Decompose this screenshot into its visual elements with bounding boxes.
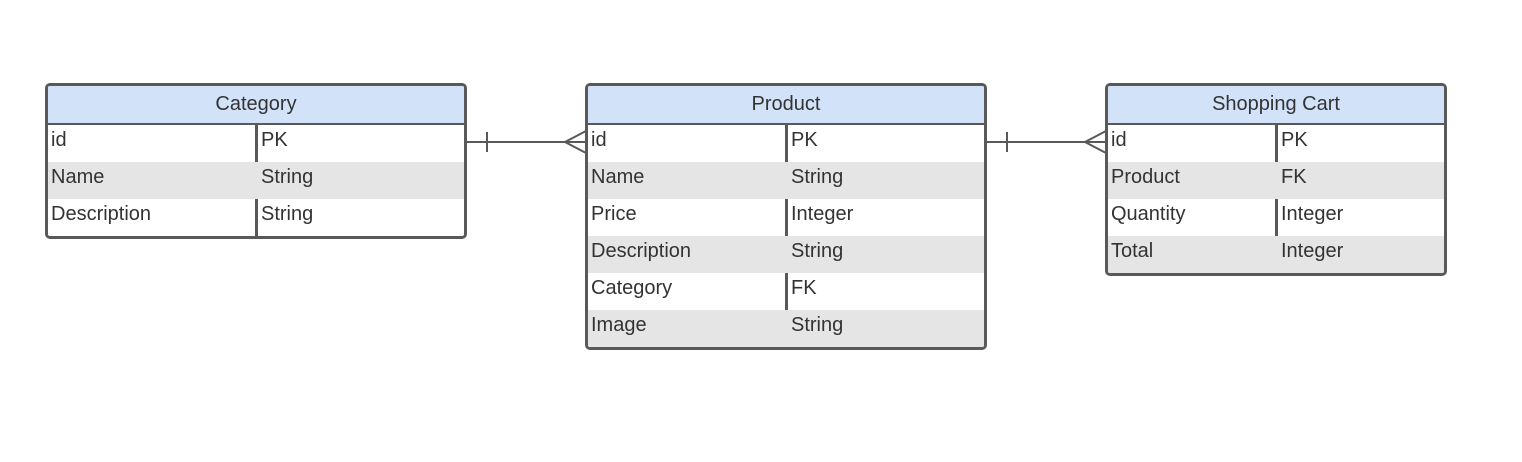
field-type: Integer bbox=[1281, 240, 1344, 262]
field-name: Name bbox=[51, 166, 105, 188]
crowfoot-lower bbox=[564, 141, 587, 154]
field-type: String bbox=[261, 166, 314, 188]
entity-product[interactable]: Product id PK Name String Price Integer … bbox=[585, 83, 987, 350]
field-name: Quantity bbox=[1111, 203, 1186, 225]
field-name: Description bbox=[51, 203, 152, 225]
crowfoot-upper bbox=[564, 130, 587, 143]
entity-row[interactable]: Name String bbox=[48, 162, 464, 199]
entity-rows: id PK Name String Price Integer Descript… bbox=[588, 125, 984, 347]
field-type: FK bbox=[1281, 166, 1307, 188]
entity-row[interactable]: Name String bbox=[588, 162, 984, 199]
field-type: Integer bbox=[791, 203, 854, 225]
field-type: PK bbox=[1281, 129, 1308, 151]
entity-row[interactable]: id PK bbox=[48, 125, 464, 162]
field-type: String bbox=[261, 203, 314, 225]
field-name: Price bbox=[591, 203, 637, 225]
field-name: id bbox=[591, 129, 607, 151]
entity-shopping-cart[interactable]: Shopping Cart id PK Product FK Quantity … bbox=[1105, 83, 1447, 276]
field-name: Image bbox=[591, 314, 647, 336]
field-name: id bbox=[1111, 129, 1127, 151]
entity-rows: id PK Product FK Quantity Integer Total … bbox=[1108, 125, 1444, 273]
entity-row[interactable]: Product FK bbox=[1108, 162, 1444, 199]
entity-row[interactable]: Price Integer bbox=[588, 199, 984, 236]
field-name: Total bbox=[1111, 240, 1154, 262]
entity-row[interactable]: Category FK bbox=[588, 273, 984, 310]
entity-row[interactable]: id PK bbox=[1108, 125, 1444, 162]
field-type: PK bbox=[791, 129, 818, 151]
field-type: String bbox=[791, 314, 844, 336]
field-name: Category bbox=[591, 277, 673, 299]
crowfoot-lower bbox=[1084, 141, 1107, 154]
entity-title: Product bbox=[588, 86, 984, 125]
field-name: id bbox=[51, 129, 67, 151]
field-type: FK bbox=[791, 277, 817, 299]
field-type: PK bbox=[261, 129, 288, 151]
entity-rows: id PK Name String Description String bbox=[48, 125, 464, 236]
field-name: Name bbox=[591, 166, 645, 188]
entity-row[interactable]: Description String bbox=[588, 236, 984, 273]
entity-row[interactable]: Quantity Integer bbox=[1108, 199, 1444, 236]
field-name: Product bbox=[1111, 166, 1180, 188]
entity-category[interactable]: Category id PK Name String Description S… bbox=[45, 83, 467, 239]
crowfoot-upper bbox=[1084, 130, 1107, 143]
entity-row[interactable]: Description String bbox=[48, 199, 464, 236]
relationship-product-shopping-cart bbox=[986, 130, 1107, 154]
entity-row[interactable]: id PK bbox=[588, 125, 984, 162]
entity-title: Shopping Cart bbox=[1108, 86, 1444, 125]
entity-row[interactable]: Image String bbox=[588, 310, 984, 347]
entity-title: Category bbox=[48, 86, 464, 125]
field-type: String bbox=[791, 240, 844, 262]
field-type: String bbox=[791, 166, 844, 188]
field-name: Description bbox=[591, 240, 692, 262]
relationship-category-product bbox=[466, 130, 587, 154]
field-type: Integer bbox=[1281, 203, 1344, 225]
entity-row[interactable]: Total Integer bbox=[1108, 236, 1444, 273]
column-divider bbox=[1275, 125, 1278, 273]
